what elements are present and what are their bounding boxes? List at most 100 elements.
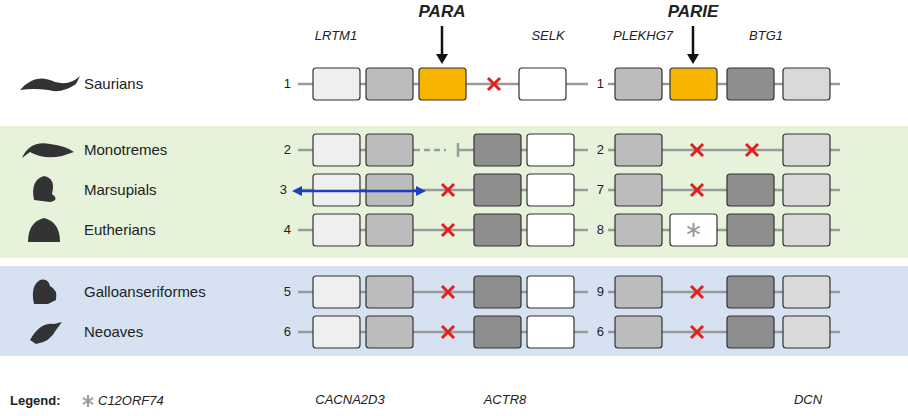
species-name: Galloanseriformes <box>84 283 206 300</box>
mammal-band <box>0 126 908 258</box>
chromosome-number: 7 <box>597 183 604 198</box>
gene-box <box>783 276 830 308</box>
gene-box <box>615 276 662 308</box>
gene-loss-cross <box>691 326 703 338</box>
gene-box <box>783 68 830 100</box>
gene-box <box>527 134 574 166</box>
gene-box <box>615 68 662 100</box>
gene-box <box>527 174 574 206</box>
gene-loss-cross <box>691 286 703 298</box>
gene-loss-cross <box>746 144 758 156</box>
gene-box <box>727 276 774 308</box>
locus-name: PARA <box>419 2 466 22</box>
gene-loss-cross <box>442 184 454 196</box>
gene-box <box>670 214 717 246</box>
gene-name: CACNA2D3 <box>315 393 384 408</box>
species-name: Saurians <box>84 75 143 92</box>
gene-name: PLEKHG7 <box>613 29 673 44</box>
bird-band <box>0 266 908 356</box>
locus-arrow <box>692 26 695 56</box>
gene-box <box>783 174 830 206</box>
gene-box <box>474 134 521 166</box>
chromosome-number: 4 <box>284 223 291 238</box>
gene-loss-cross <box>442 326 454 338</box>
gene-name: BTG1 <box>749 29 783 44</box>
inversion-line <box>300 190 418 193</box>
lizard-icon <box>20 76 80 91</box>
gene-loss-cross <box>691 144 703 156</box>
primate-icon <box>28 218 60 242</box>
gene-box <box>615 134 662 166</box>
gene-box <box>783 316 830 348</box>
legend-title: Legend: <box>10 394 61 409</box>
species-name: Neoaves <box>84 323 143 340</box>
gene-box <box>313 134 360 166</box>
chromosome-end <box>457 143 460 157</box>
gene-box <box>474 174 521 206</box>
gene-name: DCN <box>794 393 822 408</box>
species-name: Marsupials <box>84 181 157 198</box>
gene-box <box>727 68 774 100</box>
gene-box <box>366 276 413 308</box>
asterisk-symbol <box>687 223 699 237</box>
chromosome-number: 2 <box>284 143 291 158</box>
gene-box <box>313 68 360 100</box>
gene-name: SELK <box>531 29 564 44</box>
platypus-icon <box>22 143 74 158</box>
gene-box <box>474 316 521 348</box>
gene-loss-cross <box>442 286 454 298</box>
gene-box <box>615 214 662 246</box>
chromosome-line <box>414 149 446 152</box>
gene-box <box>519 68 566 100</box>
gene-box <box>366 316 413 348</box>
gene-box <box>615 316 662 348</box>
gene-name: ACTR8 <box>484 393 527 408</box>
songbird-icon <box>30 322 62 344</box>
gene-box <box>527 276 574 308</box>
species-name: Eutherians <box>84 221 156 238</box>
chromosome-number: 3 <box>280 183 287 198</box>
gene-box <box>783 214 830 246</box>
asterisk-symbol <box>83 395 93 407</box>
gene-loss-cross <box>691 184 703 196</box>
species-name: Monotremes <box>84 141 167 158</box>
gene-box <box>366 134 413 166</box>
gene-box <box>474 214 521 246</box>
legend-text: C12ORF74 <box>98 394 164 409</box>
locus-name: PARIE <box>668 2 719 22</box>
fowl-icon <box>33 280 57 304</box>
gene-box <box>527 214 574 246</box>
chromosome-number: 5 <box>284 285 291 300</box>
gene-box <box>783 134 830 166</box>
marsupial-icon <box>33 176 55 202</box>
chromosome-number: 2 <box>597 143 604 158</box>
gene-box <box>527 316 574 348</box>
locus-arrowhead <box>436 54 448 64</box>
chromosome-number: 6 <box>284 325 291 340</box>
gene-box <box>474 276 521 308</box>
inversion-arrowhead <box>416 186 426 196</box>
gene-box <box>670 68 717 100</box>
gene-box <box>727 214 774 246</box>
locus-arrowhead <box>687 54 699 64</box>
gene-box <box>615 174 662 206</box>
chromosome-number: 1 <box>284 77 291 92</box>
chromosome-number: 9 <box>597 285 604 300</box>
gene-name: LRTM1 <box>315 29 357 44</box>
gene-loss-cross <box>488 78 500 90</box>
chromosome-number: 8 <box>597 223 604 238</box>
gene-box <box>366 68 413 100</box>
gene-box <box>313 276 360 308</box>
chromosome-number: 1 <box>597 77 604 92</box>
inversion-arrowhead <box>292 186 302 196</box>
gene-box <box>727 316 774 348</box>
gene-box <box>419 68 466 100</box>
gene-box <box>313 214 360 246</box>
locus-arrow <box>441 26 444 56</box>
gene-box <box>366 214 413 246</box>
gene-box <box>313 316 360 348</box>
gene-loss-cross <box>442 224 454 236</box>
chromosome-number: 6 <box>597 325 604 340</box>
